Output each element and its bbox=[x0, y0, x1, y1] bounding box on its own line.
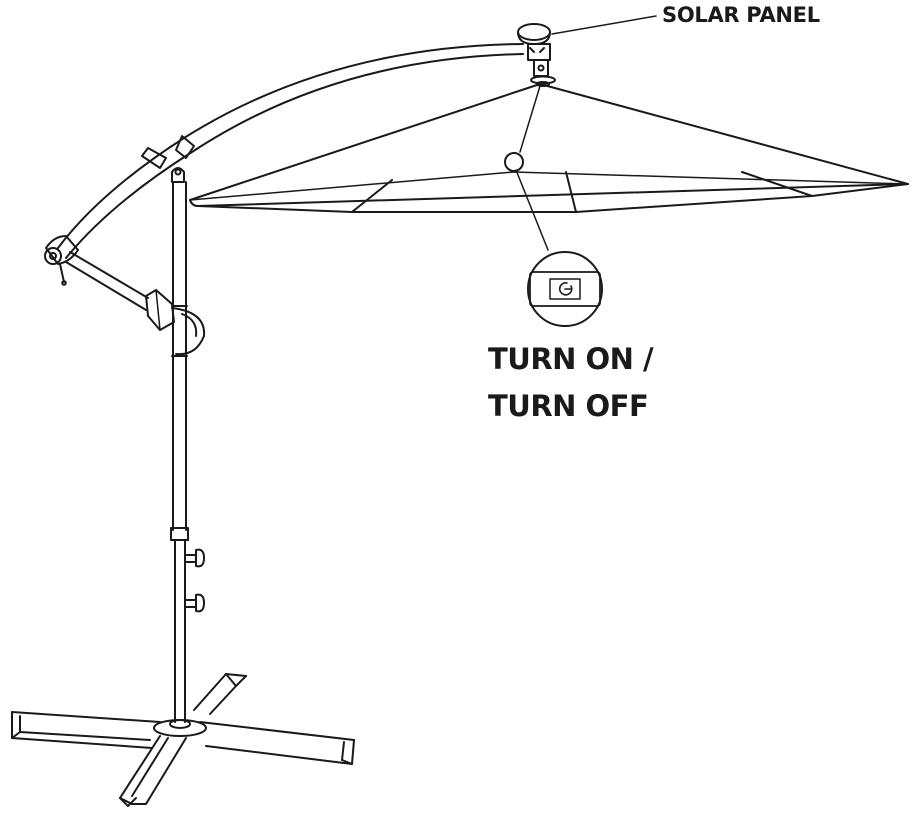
solar-panel-leader bbox=[551, 15, 657, 35]
solar-panel-label: SOLAR PANEL bbox=[662, 3, 820, 27]
umbrella-canopy bbox=[189, 83, 909, 213]
adjustment-knob bbox=[185, 548, 205, 568]
turn-on-text: TURN ON / bbox=[488, 342, 654, 376]
adjustment-knob bbox=[185, 593, 205, 613]
solar-panel bbox=[517, 23, 556, 87]
curved-arm bbox=[44, 43, 524, 286]
turn-on-off-label: TURN ON / TURN OFF bbox=[488, 336, 654, 430]
umbrella-pole bbox=[170, 167, 189, 723]
turn-off-text: TURN OFF bbox=[488, 389, 649, 423]
support-strut bbox=[65, 251, 206, 356]
cross-base bbox=[11, 673, 355, 807]
power-button-callout bbox=[504, 85, 603, 327]
power-icon bbox=[558, 282, 573, 296]
